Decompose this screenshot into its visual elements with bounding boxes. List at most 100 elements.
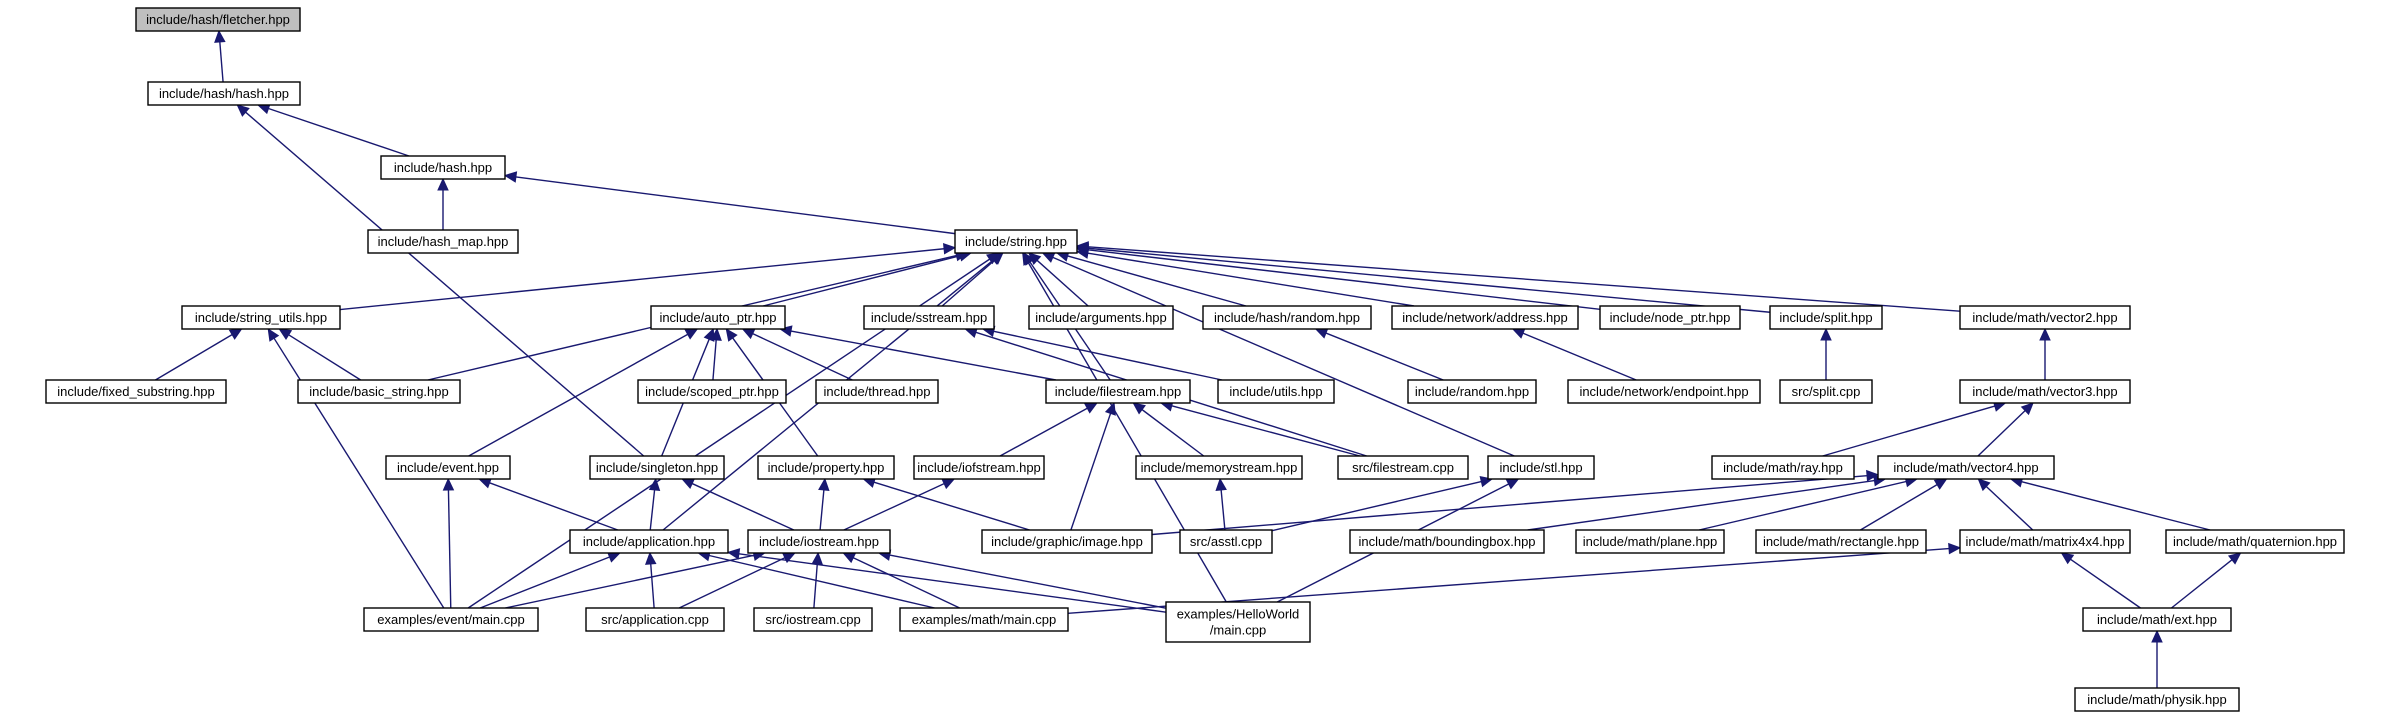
node-random[interactable]: include/random.hpp bbox=[1407, 379, 1537, 404]
node-helloworld-main[interactable]: examples/HelloWorld/main.cpp bbox=[1165, 601, 1311, 643]
node-filestream-cpp[interactable]: src/filestream.cpp bbox=[1337, 455, 1469, 480]
node-arguments[interactable]: include/arguments.hpp bbox=[1028, 305, 1174, 330]
node-split[interactable]: include/split.hpp bbox=[1769, 305, 1883, 330]
node-filestream[interactable]: include/filestream.hpp bbox=[1045, 379, 1191, 404]
node-label: src/filestream.cpp bbox=[1352, 460, 1454, 475]
edge-line bbox=[752, 333, 853, 381]
edge-image-to-property bbox=[862, 476, 1030, 531]
node-vector3[interactable]: include/math/vector3.hpp bbox=[1959, 379, 2131, 404]
node-node-ptr[interactable]: include/node_ptr.hpp bbox=[1599, 305, 1741, 330]
node-basic-string[interactable]: include/basic_string.hpp bbox=[297, 379, 461, 404]
node-math-main[interactable]: examples/math/main.cpp bbox=[899, 607, 1069, 632]
node-label: include/arguments.hpp bbox=[1035, 310, 1167, 325]
node-net-endpoint[interactable]: include/network/endpoint.hpp bbox=[1567, 379, 1761, 404]
node-box bbox=[181, 305, 341, 330]
node-label: include/thread.hpp bbox=[824, 384, 931, 399]
node-event-main[interactable]: examples/event/main.cpp bbox=[363, 607, 539, 632]
edge-line bbox=[691, 482, 795, 531]
node-memorystream[interactable]: include/memorystream.hpp bbox=[1135, 455, 1303, 480]
edge-line bbox=[650, 563, 655, 609]
node-application-cpp[interactable]: src/application.cpp bbox=[585, 607, 725, 632]
node-hash-random[interactable]: include/hash/random.hpp bbox=[1202, 305, 1372, 330]
edge-line bbox=[1325, 332, 1444, 381]
node-label: include/network/address.hpp bbox=[1402, 310, 1568, 325]
edge-memorystream-to-filestream bbox=[1132, 402, 1205, 457]
node-sstream[interactable]: include/sstream.hpp bbox=[863, 305, 995, 330]
node-application[interactable]: include/application.hpp bbox=[569, 529, 729, 554]
arrowhead bbox=[811, 551, 823, 565]
node-plane[interactable]: include/math/plane.hpp bbox=[1575, 529, 1725, 554]
node-boundingbox[interactable]: include/math/boundingbox.hpp bbox=[1349, 529, 1545, 554]
node-box bbox=[1755, 529, 1927, 554]
edge-line bbox=[2021, 481, 2211, 531]
edge-string-to-hash bbox=[503, 171, 956, 235]
node-fixed-substring[interactable]: include/fixed_substring.hpp bbox=[45, 379, 227, 404]
node-label: include/scoped_ptr.hpp bbox=[645, 384, 779, 399]
node-string-utils[interactable]: include/string_utils.hpp bbox=[181, 305, 341, 330]
edge-fixed_substring-to-string_utils bbox=[155, 328, 243, 381]
arrowhead bbox=[267, 327, 280, 342]
node-label: include/math/vector3.hpp bbox=[1972, 384, 2117, 399]
edge-line bbox=[155, 334, 233, 381]
node-box bbox=[863, 305, 995, 330]
node-string[interactable]: include/string.hpp bbox=[954, 229, 1078, 254]
node-label: include/hash/random.hpp bbox=[1214, 310, 1360, 325]
node-box bbox=[585, 607, 725, 632]
arrowhead bbox=[1866, 469, 1880, 482]
edge-line bbox=[515, 176, 956, 235]
node-split-cpp[interactable]: src/split.cpp bbox=[1779, 379, 1873, 404]
node-vector4[interactable]: include/math/vector4.hpp bbox=[1877, 455, 2055, 480]
node-label: include/math/matrix4x4.hpp bbox=[1966, 534, 2125, 549]
node-utils[interactable]: include/utils.hpp bbox=[1217, 379, 1335, 404]
node-singleton[interactable]: include/singleton.hpp bbox=[589, 455, 725, 480]
node-thread[interactable]: include/thread.hpp bbox=[815, 379, 939, 404]
node-box bbox=[913, 455, 1045, 480]
arrowhead bbox=[1511, 328, 1526, 339]
node-iostream[interactable]: include/iostream.hpp bbox=[747, 529, 891, 554]
edge-ext-to-matrix4x4 bbox=[2060, 552, 2141, 609]
node-auto-ptr[interactable]: include/auto_ptr.hpp bbox=[650, 305, 786, 330]
arrowhead bbox=[842, 552, 857, 564]
edge-line bbox=[993, 330, 1223, 381]
node-quaternion[interactable]: include/math/quaternion.hpp bbox=[2165, 529, 2345, 554]
node-ray[interactable]: include/math/ray.hpp bbox=[1711, 455, 1855, 480]
node-box bbox=[1487, 455, 1595, 480]
node-property[interactable]: include/property.hpp bbox=[757, 455, 895, 480]
node-label: include/math/ext.hpp bbox=[2097, 612, 2217, 627]
arrowhead bbox=[1314, 327, 1329, 339]
edge-iofstream-to-filestream bbox=[999, 402, 1099, 457]
node-asstl-cpp[interactable]: src/asstl.cpp bbox=[1179, 529, 1273, 554]
node-box bbox=[981, 529, 1153, 554]
edge-line bbox=[1087, 252, 1415, 307]
node-image[interactable]: include/graphic/image.hpp bbox=[981, 529, 1153, 554]
node-vector2[interactable]: include/math/vector2.hpp bbox=[1959, 305, 2131, 330]
edge-thread-to-auto_ptr bbox=[741, 328, 853, 381]
node-box bbox=[954, 229, 1078, 254]
node-net-address[interactable]: include/network/address.hpp bbox=[1391, 305, 1579, 330]
node-hash-hash[interactable]: include/hash/hash.hpp bbox=[147, 81, 301, 106]
node-fletcher[interactable]: include/hash/fletcher.hpp bbox=[135, 7, 301, 32]
edge-line bbox=[1977, 410, 2026, 457]
node-scoped-ptr[interactable]: include/scoped_ptr.hpp bbox=[637, 379, 787, 404]
node-event[interactable]: include/event.hpp bbox=[385, 455, 511, 480]
edge-line bbox=[339, 248, 945, 311]
node-matrix4x4[interactable]: include/math/matrix4x4.hpp bbox=[1959, 529, 2131, 554]
node-label: include/property.hpp bbox=[768, 460, 885, 475]
node-box bbox=[1028, 305, 1174, 330]
node-stl[interactable]: include/stl.hpp bbox=[1487, 455, 1595, 480]
node-label: include/filestream.hpp bbox=[1055, 384, 1181, 399]
edge-line bbox=[1087, 249, 1601, 311]
edge-basic_string-to-string_utils bbox=[278, 328, 362, 381]
node-rectangle[interactable]: include/math/rectangle.hpp bbox=[1755, 529, 1927, 554]
node-hash-map[interactable]: include/hash_map.hpp bbox=[367, 229, 519, 254]
node-ext[interactable]: include/math/ext.hpp bbox=[2082, 607, 2232, 632]
arrowhead bbox=[648, 477, 661, 492]
node-iostream-cpp[interactable]: src/iostream.cpp bbox=[753, 607, 873, 632]
edge-physik-to-ext bbox=[2151, 629, 2163, 688]
node-iofstream[interactable]: include/iofstream.hpp bbox=[913, 455, 1045, 480]
arrowhead bbox=[1215, 477, 1227, 491]
edge-line bbox=[813, 563, 818, 609]
edge-hash_random-to-string bbox=[1055, 250, 1247, 307]
node-physik[interactable]: include/math/physik.hpp bbox=[2074, 687, 2240, 712]
node-hash[interactable]: include/hash.hpp bbox=[380, 155, 506, 180]
